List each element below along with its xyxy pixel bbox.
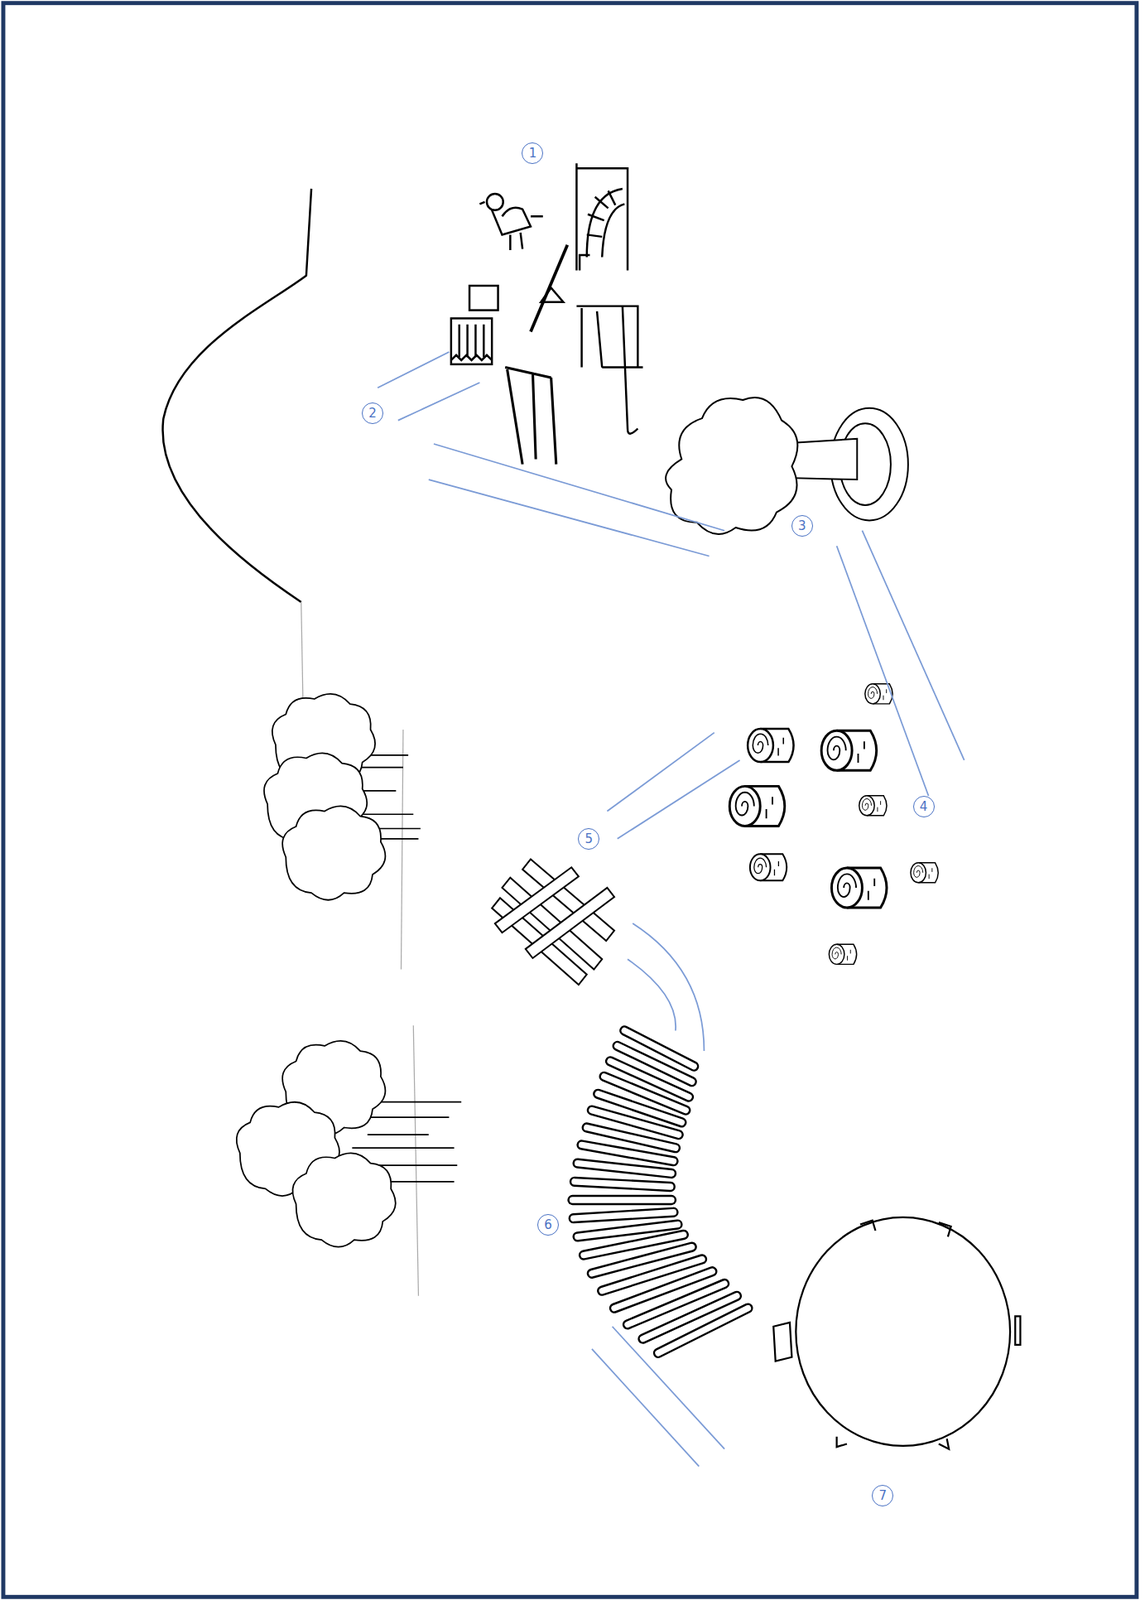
tree-with-ring	[665, 397, 909, 535]
callout-number: 1	[521, 142, 544, 164]
callout-number: 3	[791, 514, 814, 537]
bridge-path	[572, 1029, 749, 1352]
tree-group-2	[236, 1040, 462, 1247]
tree-stumps	[729, 683, 939, 965]
hill-and-ground	[163, 188, 419, 1296]
page-frame	[3, 3, 1137, 1598]
callout-number: 4	[913, 795, 935, 818]
round-table	[773, 1217, 1020, 1449]
callout-number: 6	[537, 1213, 559, 1236]
callout-number: 5	[577, 827, 600, 850]
log-pile	[491, 858, 615, 985]
route-leader-lines	[377, 351, 964, 1467]
playground	[451, 163, 644, 464]
callout-number: 7	[871, 1484, 894, 1506]
callout-number: 2	[361, 402, 384, 424]
tree-group-1	[264, 693, 421, 900]
